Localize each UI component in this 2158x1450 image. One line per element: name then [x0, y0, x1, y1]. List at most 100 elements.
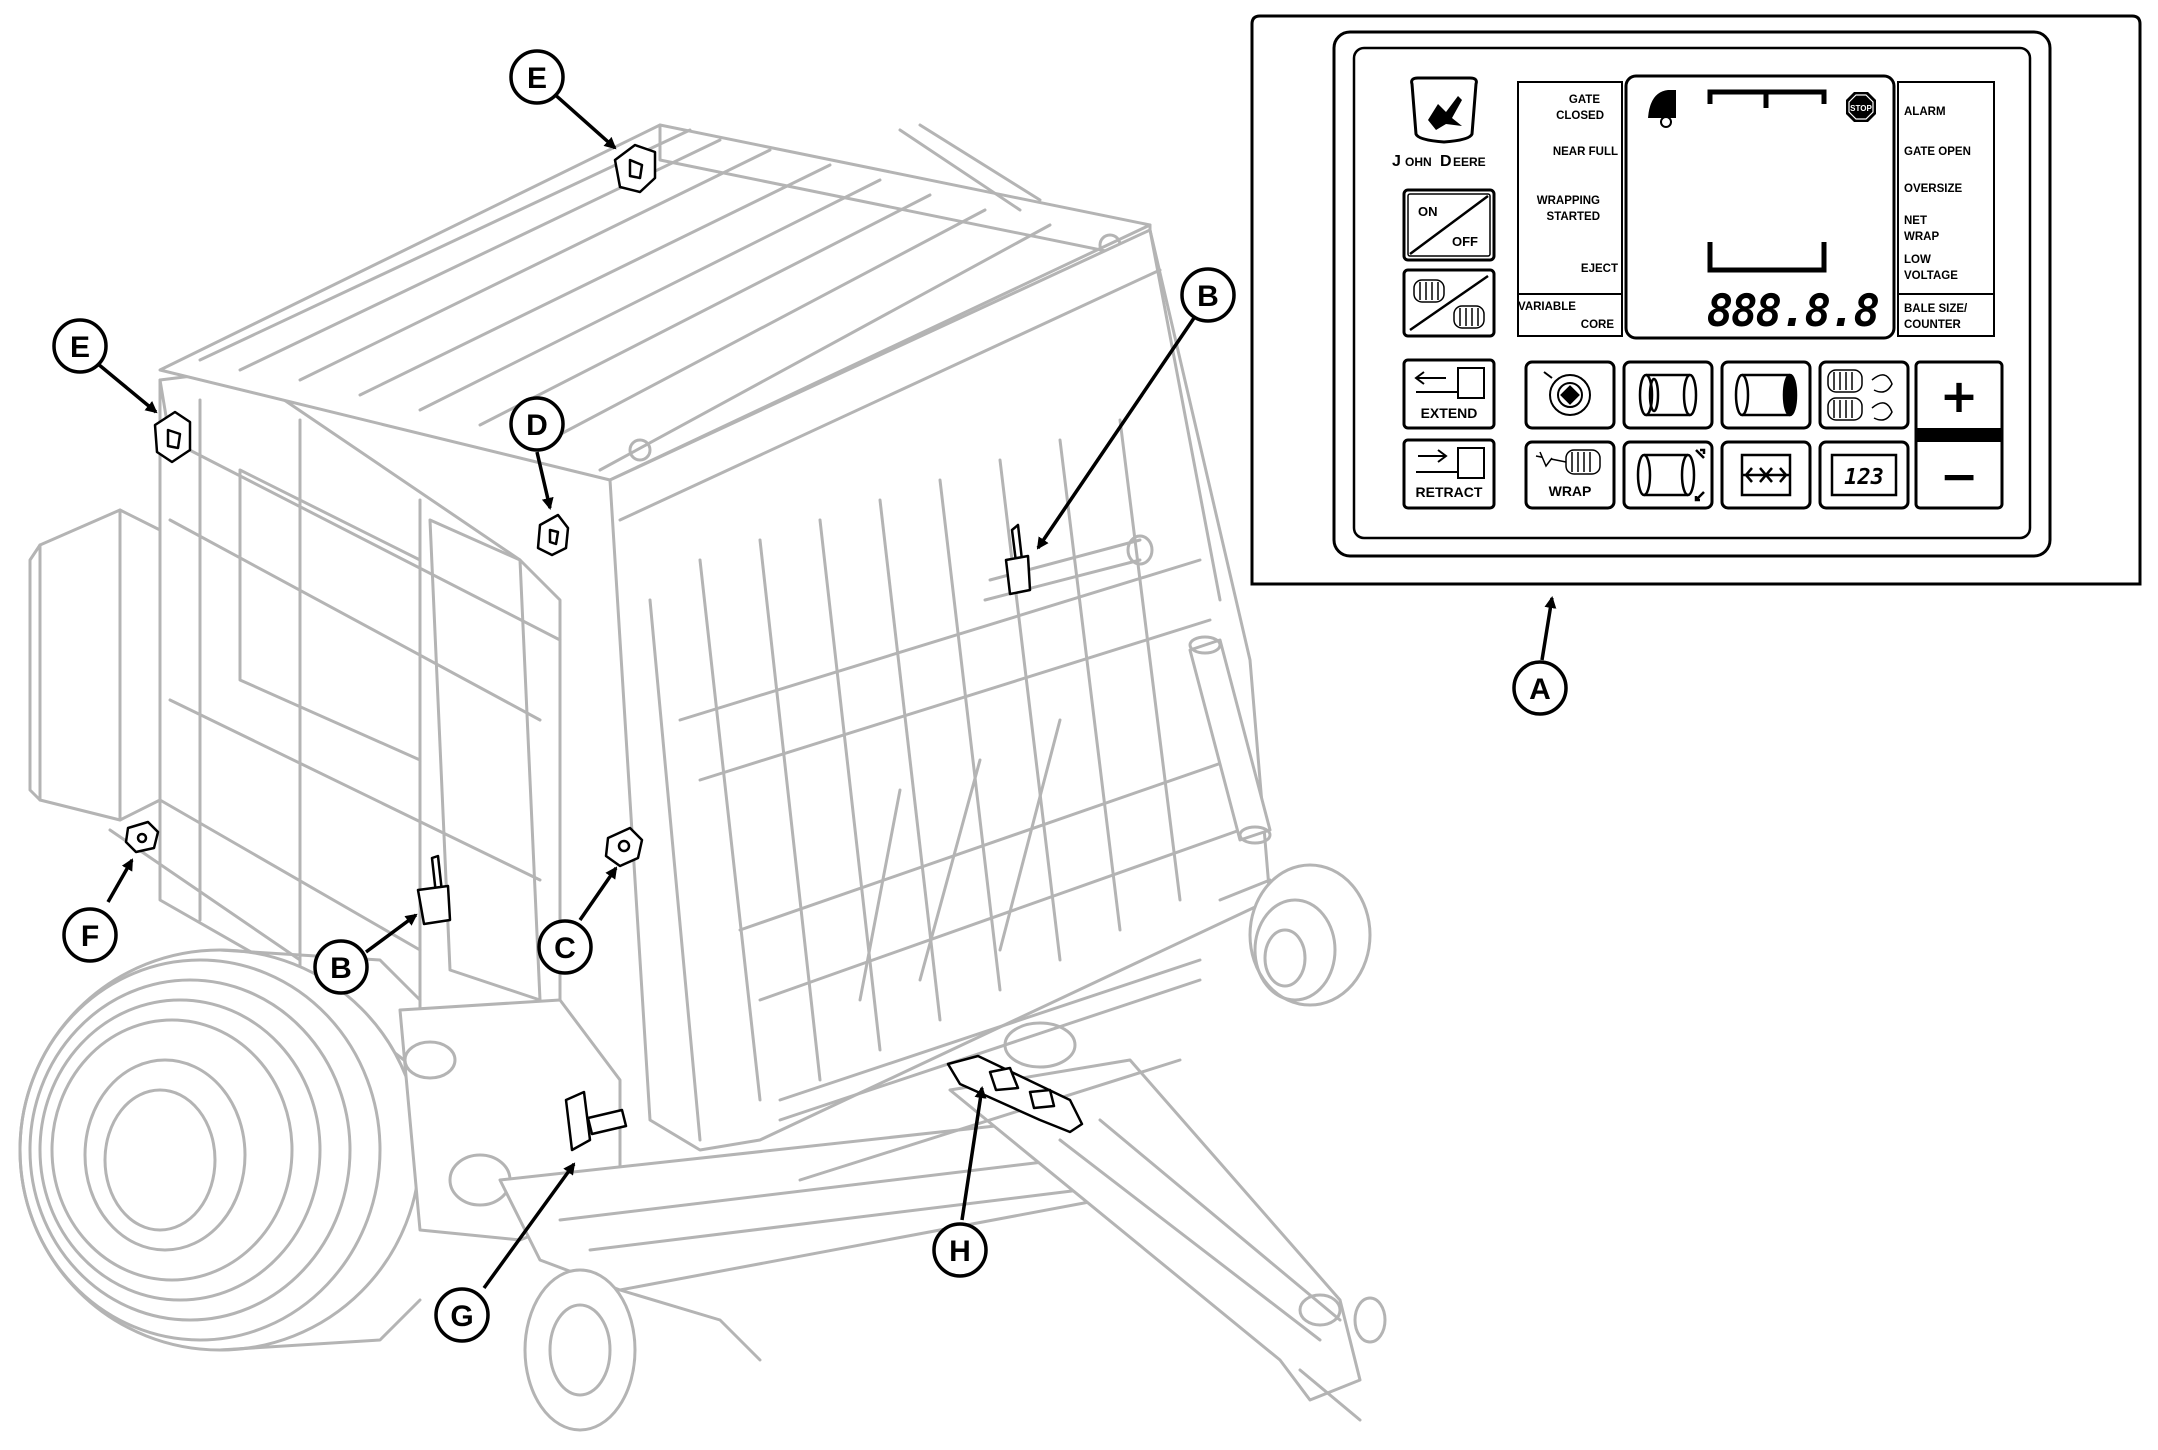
- extend-label: EXTEND: [1421, 405, 1478, 421]
- sensor-c: [604, 826, 644, 868]
- on-off-button[interactable]: ON OFF: [1402, 188, 1496, 262]
- on-label: ON: [1418, 204, 1438, 219]
- extend-button[interactable]: EXTEND: [1402, 358, 1496, 430]
- deer-icon: [1428, 96, 1462, 130]
- wrapping-label-2: STARTED: [1547, 211, 1600, 223]
- callout-e-top-letter: E: [527, 62, 547, 95]
- sensor-g: [564, 1090, 628, 1152]
- net-wrap-label-2: WRAP: [1904, 231, 1939, 243]
- callout-c: C: [537, 919, 593, 975]
- extend-arrow-icon: [1414, 367, 1485, 399]
- twine-box: [28, 508, 162, 822]
- minus-label: −: [1940, 449, 1979, 503]
- callout-labels: E E D B B C F G: [52, 49, 1568, 1343]
- twine-net-toggle-button[interactable]: [1402, 268, 1496, 338]
- switch-b-right: [1004, 523, 1032, 596]
- brand-d: D: [1440, 153, 1452, 170]
- leader-a: [1540, 596, 1557, 661]
- bale-shape-button[interactable]: [1720, 440, 1812, 510]
- twine-roll-icon: [1413, 279, 1445, 303]
- callout-f: F: [62, 907, 118, 963]
- gate-cylinder: [1188, 635, 1272, 845]
- callout-b-right-letter: B: [1197, 280, 1219, 313]
- low-voltage-label-1: LOW: [1904, 254, 1931, 266]
- wrapping-label-1: WRAPPING: [1537, 195, 1600, 207]
- wrap-button[interactable]: WRAP: [1524, 440, 1616, 510]
- small-bale-icon: [1638, 373, 1698, 417]
- variable-core-label-2: CORE: [1581, 319, 1615, 331]
- john-deere-logo: J OHN D EERE: [1392, 76, 1486, 170]
- right-indicator-panel: ALARM GATE OPEN OVERSIZE NET WRAP LOW VO…: [1897, 81, 1995, 337]
- retract-button[interactable]: RETRACT: [1402, 438, 1496, 510]
- alarm-label: ALARM: [1904, 106, 1946, 118]
- leader-f: [106, 858, 134, 903]
- plus-label: +: [1940, 369, 1979, 423]
- callout-b-left: B: [313, 939, 369, 995]
- wrapper-wheel-icon: [1660, 116, 1672, 128]
- display-readout: 888.8.8: [1707, 286, 1879, 337]
- leader-g: [482, 1162, 576, 1290]
- callout-h: H: [932, 1222, 988, 1278]
- variable-core-label-1: VARIABLE: [1518, 301, 1576, 313]
- callout-d-letter: D: [526, 409, 548, 442]
- bale-size-label-2: COUNTER: [1904, 319, 1962, 331]
- stop-label: STOP: [1850, 104, 1872, 113]
- sensor-e-top: [613, 143, 657, 194]
- large-bale-button[interactable]: [1720, 360, 1812, 430]
- callout-g: G: [434, 1287, 490, 1343]
- gate-open-label: GATE OPEN: [1904, 146, 1971, 158]
- left-tire: [18, 948, 422, 1352]
- gate-closed-label-2: CLOSED: [1556, 110, 1604, 122]
- stop-icon: STOP: [1846, 92, 1876, 122]
- leader-h: [960, 1086, 987, 1221]
- callout-g-letter: G: [450, 1300, 473, 1333]
- leader-e-top: [550, 90, 617, 150]
- sensor-e-left: [153, 410, 192, 464]
- callout-a: A: [1512, 660, 1568, 716]
- wrap-count-button[interactable]: [1818, 360, 1910, 430]
- callout-e-left-letter: E: [70, 331, 90, 364]
- plus-button[interactable]: +: [1918, 364, 2000, 426]
- brand-j: J: [1392, 153, 1401, 170]
- minus-button[interactable]: −: [1918, 444, 2000, 506]
- sensor-f: [124, 820, 160, 854]
- counter-icon-text: 123: [1844, 465, 1884, 490]
- sensor-h: [946, 1054, 1084, 1134]
- left-indicator-panel: GATE CLOSED NEAR FULL WRAPPING STARTED E…: [1517, 81, 1623, 337]
- callout-e-top: E: [509, 49, 565, 105]
- pickup: [498, 1118, 1102, 1432]
- net-wrap-label-1: NET: [1904, 215, 1927, 227]
- right-wheel: [1218, 863, 1372, 1007]
- leader-d: [535, 451, 554, 510]
- oversize-label: OVERSIZE: [1904, 183, 1962, 195]
- wrap-label: WRAP: [1549, 483, 1592, 499]
- gate-bottom-bracket: [1707, 242, 1827, 273]
- eject-label: EJECT: [1581, 263, 1618, 275]
- wrap-layers-icon: [1827, 369, 1893, 421]
- baler-machine-illustration: [18, 123, 1387, 1432]
- retract-label: RETRACT: [1416, 484, 1483, 500]
- core-target-icon: [1543, 371, 1591, 416]
- callout-b-right: B: [1180, 267, 1236, 323]
- bale-size-adjust-button[interactable]: [1622, 440, 1714, 510]
- off-label: OFF: [1452, 234, 1478, 249]
- lcd-display: STOP 888.8.8: [1624, 74, 1896, 340]
- core-adjust-button[interactable]: [1524, 360, 1616, 430]
- control-monitor: J OHN D EERE ON OFF: [1250, 14, 2142, 586]
- callout-e-left: E: [52, 318, 108, 374]
- gate-closed-label-1: GATE: [1569, 94, 1600, 106]
- brand-ohn: OHN: [1405, 155, 1432, 169]
- low-voltage-label-2: VOLTAGE: [1904, 270, 1958, 282]
- near-full-label: NEAR FULL: [1553, 146, 1618, 158]
- callout-d: D: [509, 396, 565, 452]
- highlighted-components: [124, 143, 1084, 1152]
- small-bale-button[interactable]: [1622, 360, 1714, 430]
- callout-h-letter: H: [949, 1235, 971, 1268]
- tailgate: [608, 228, 1272, 1152]
- bale-size-label-1: BALE SIZE/: [1904, 303, 1968, 315]
- leader-b-right: [1036, 317, 1196, 550]
- bale-shape-icon: [1740, 453, 1792, 497]
- net-roll-icon: [1453, 305, 1485, 329]
- counter-button[interactable]: 123: [1818, 440, 1910, 510]
